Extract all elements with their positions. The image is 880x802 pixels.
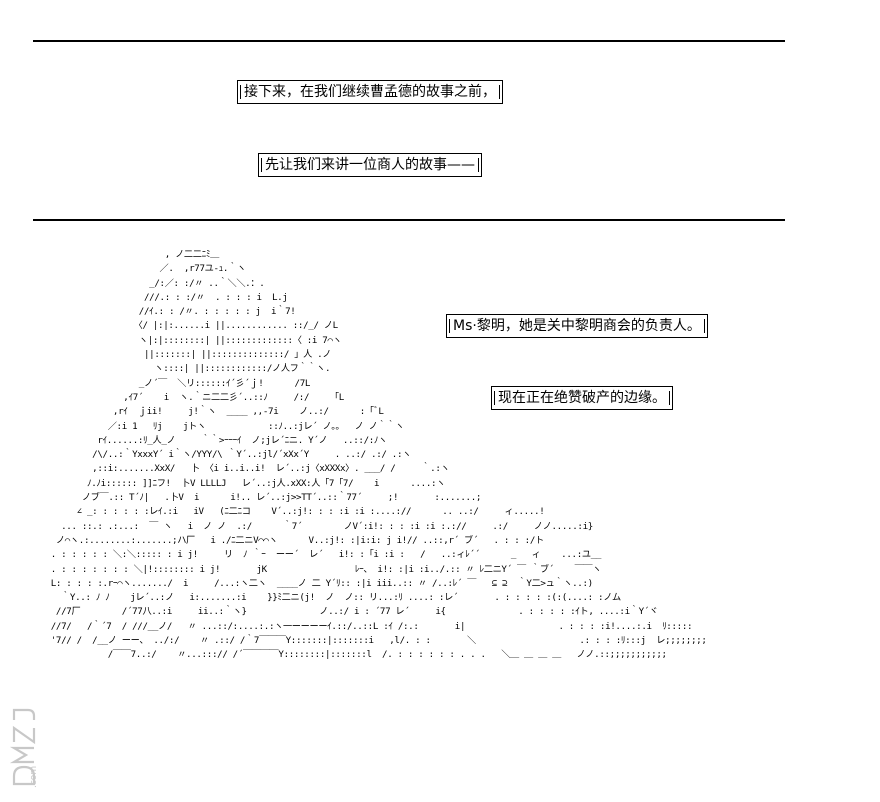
dmzj-logo-icon: .com	[9, 708, 39, 788]
speech-box-1: Ms·黎明，她是关中黎明商会的负责人。	[446, 314, 708, 338]
speech-text-2: 现在正在绝赞破产的边缘。	[498, 390, 666, 406]
narration-text-2: 先让我们来讲一位商人的故事——	[265, 157, 475, 173]
narration-text-1: 接下来，在我们继续曹孟德的故事之前，	[244, 84, 496, 100]
narration-box-2: 先让我们来讲一位商人的故事——	[258, 153, 482, 177]
speech-text-1: Ms·黎明，她是关中黎明商会的负责人。	[453, 318, 701, 334]
ascii-art-figure: , ノ二二ﾆﾐ＿ ／. ,r77ユ-ｭ.｀ヽ _/:／: :/〃 ..｀＼＼.：…	[50, 249, 707, 661]
dmzj-watermark: .com	[6, 684, 46, 790]
watermark-domain-text: .com	[29, 766, 39, 788]
top-divider	[33, 40, 785, 42]
speech-box-2: 现在正在绝赞破产的边缘。	[491, 386, 673, 410]
narration-box-1: 接下来，在我们继续曹孟德的故事之前，	[237, 80, 503, 104]
bottom-divider	[33, 219, 785, 221]
